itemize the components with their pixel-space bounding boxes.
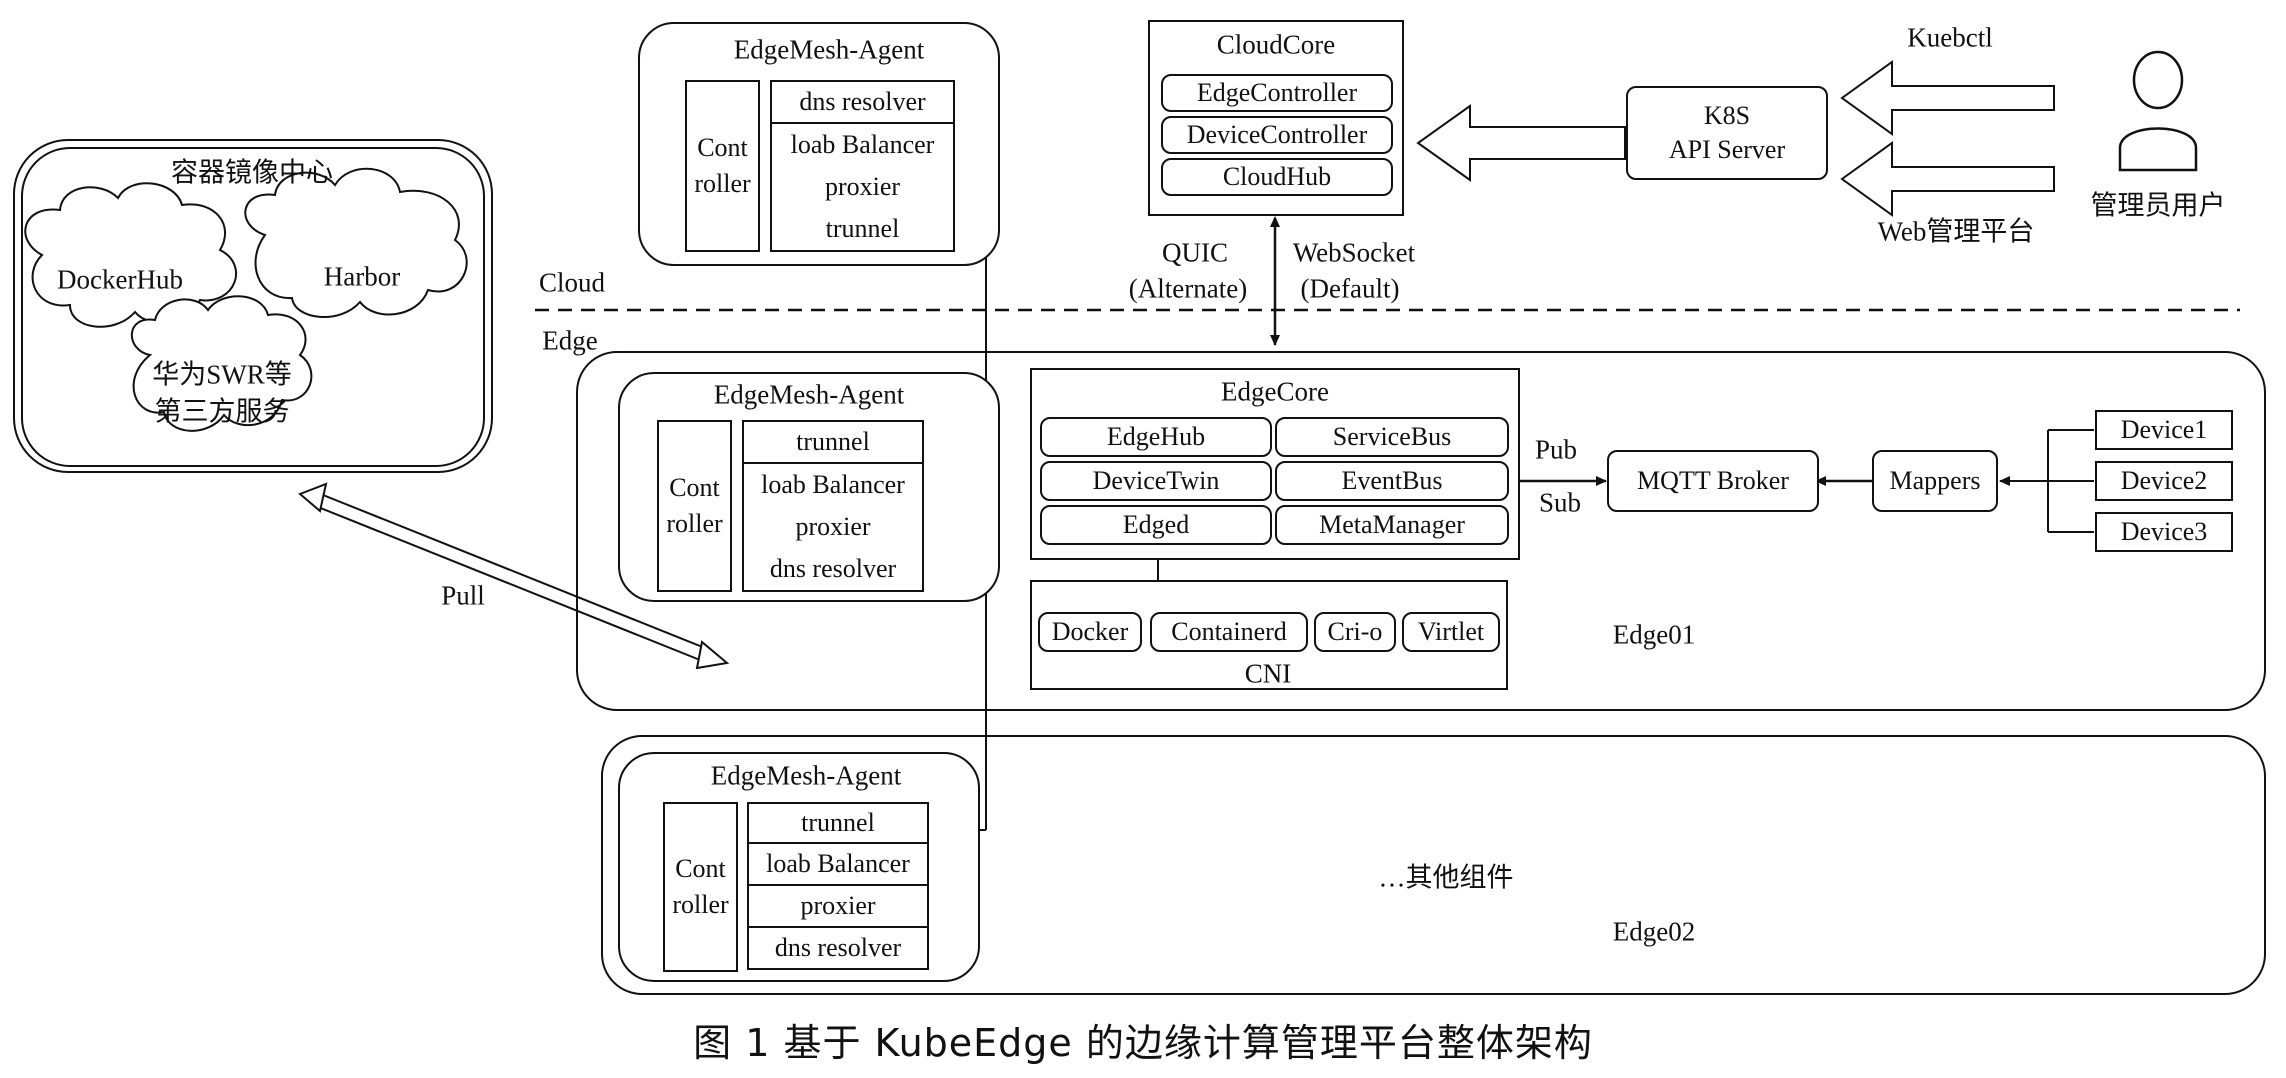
web-platform-label: Web管理平台 [1877,216,2035,247]
figure-caption: 图 1 基于 KubeEdge 的边缘计算管理平台整体架构 [693,1021,1593,1065]
edgemesh-cloud-load-balancer: loab Balancer [770,124,955,168]
devices-bracket [1999,429,2094,533]
dockerhub-cloud-shape [24,182,238,328]
websocket-note: (Default) [1300,273,1400,304]
quic-label: QUIC [1162,237,1228,268]
edgemesh-cloud-title: EdgeMesh-Agent [733,34,925,65]
edgemesh-cloud-proxier: proxier [770,166,955,210]
edge02-node-frame [601,735,2266,995]
swr-label-line2: 第三方服务 [154,396,290,427]
edgemesh-edge02-load-balancer: loab Balancer [747,844,929,886]
edgemesh-edge01-trunnel: trunnel [742,420,924,464]
cloudcore-title: CloudCore [1216,29,1336,60]
quic-note: (Alternate) [1128,273,1248,304]
websocket-label: WebSocket [1292,237,1416,268]
web-to-k8s-arrow [1840,141,2055,217]
harbor-label: Harbor [323,261,401,292]
mqtt-broker: MQTT Broker [1607,450,1819,512]
kubectl-to-k8s-arrow [1840,60,2055,136]
cloudcore-edgecontroller: EdgeController [1161,74,1393,112]
edgecore-metamanager: MetaManager [1275,505,1509,545]
controller-text-2: roller [666,509,723,538]
edgemesh-edge02-trunnel: trunnel [747,802,929,844]
edgemesh-edge01-title: EdgeMesh-Agent [713,379,905,410]
runtime-containerd: Containerd [1150,612,1308,652]
cni-label: CNI [1244,658,1292,689]
swr-label-line1: 华为SWR等 [152,359,292,390]
controller-text-1: Cont [675,854,726,883]
edgemesh-edge02-proxier: proxier [747,886,929,928]
edge01-label: Edge01 [1612,619,1696,650]
pull-double-arrow [298,482,730,670]
controller-text-2: roller [694,169,751,198]
pub-label: Pub [1534,434,1578,465]
edgecore-devicetwin: DeviceTwin [1040,461,1272,501]
edgemesh-edge01-dns-resolver: dns resolver [742,548,924,592]
cloudcore-devicecontroller: DeviceController [1161,116,1393,154]
k8s-to-cloudcore-arrow [1416,104,1626,182]
edgemesh-edge02-controller: Cont roller [663,802,738,972]
edgemesh-edge01-proxier: proxier [742,506,924,550]
edge-zone-label: Edge [542,325,598,356]
device-2: Device2 [2095,461,2233,501]
edgemesh-edge02-dns-resolver: dns resolver [747,928,929,970]
registry-frame-inner [21,147,485,467]
runtime-docker: Docker [1038,612,1142,652]
runtime-virtlet: Virtlet [1402,612,1500,652]
device-3: Device3 [2095,512,2233,552]
edgemesh-cloud-dns-resolver: dns resolver [770,80,955,124]
controller-text-2: roller [672,890,729,919]
edgemesh-cloud-controller: Cont roller [685,80,760,252]
runtime-crio: Cri-o [1314,612,1396,652]
edge01-node-frame [576,351,2266,711]
edgecore-eventbus: EventBus [1275,461,1509,501]
cloud-zone-label: Cloud [538,267,606,298]
edgemesh-edge02-title: EdgeMesh-Agent [710,760,902,791]
other-components-label: …其他组件 [1378,862,1514,893]
controller-text-1: Cont [669,473,720,502]
registry-frame-outer [13,139,493,473]
admin-user-icon [2118,50,2198,172]
device-1: Device1 [2095,410,2233,450]
sub-label: Sub [1538,487,1582,518]
k8s-api-server: K8S API Server [1626,86,1828,180]
edgemesh-edge01-load-balancer: loab Balancer [742,464,924,508]
pull-label: Pull [441,580,485,611]
swr-cloud-shape [130,295,313,432]
kubectl-label: Kuebctl [1907,22,1993,53]
edgecore-servicebus: ServiceBus [1275,417,1509,457]
harbor-cloud-shape [244,167,468,318]
edgecore-edgehub: EdgeHub [1040,417,1272,457]
api-server-label: API Server [1668,135,1786,164]
edgecore-title: EdgeCore [1221,376,1329,407]
admin-user-label: 管理员用户 [2090,190,2226,221]
edge02-label: Edge02 [1612,916,1696,947]
k8s-label: K8S [1703,101,1751,130]
mappers: Mappers [1872,450,1998,512]
registry-title: 容器镜像中心 [171,157,333,188]
cloudcore-cloudhub: CloudHub [1161,158,1393,196]
controller-text-1: Cont [697,133,748,162]
dockerhub-label: DockerHub [57,264,183,295]
edgemesh-edge01-controller: Cont roller [657,420,732,592]
edgemesh-cloud-trunnel: trunnel [770,208,955,252]
edgecore-edged: Edged [1040,505,1272,545]
